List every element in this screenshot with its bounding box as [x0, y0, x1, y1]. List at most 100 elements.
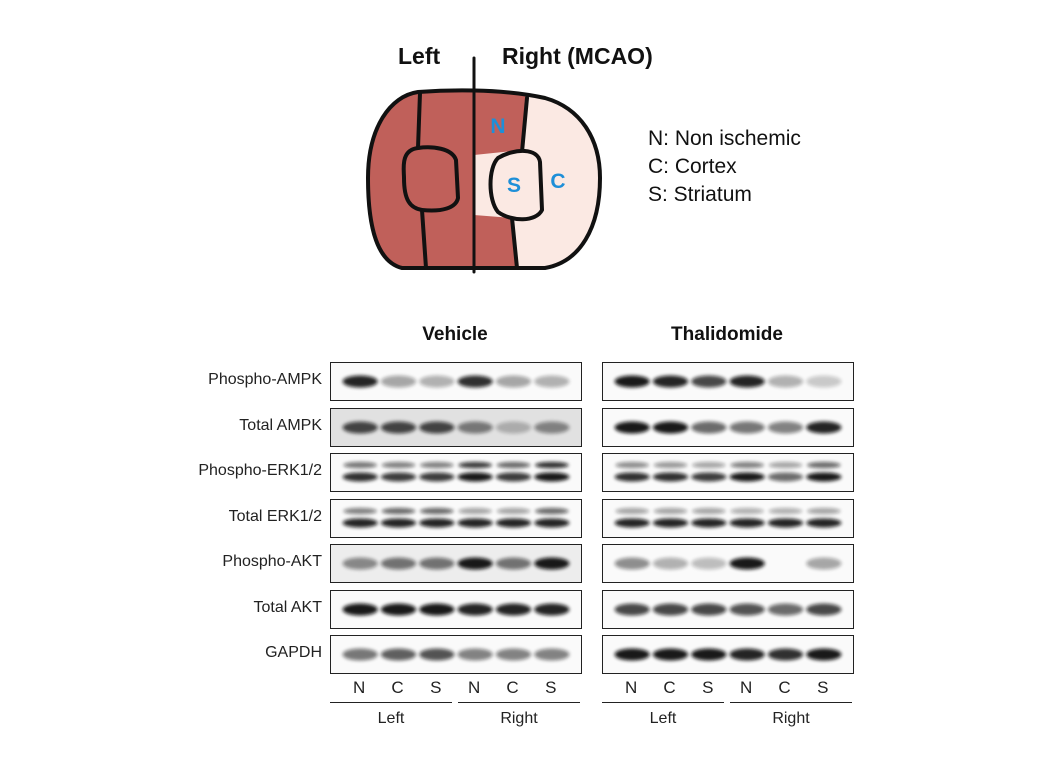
blot-band: [767, 648, 804, 661]
blot-bands: [614, 507, 842, 527]
side-underline: [330, 702, 452, 703]
blot-band: [342, 557, 378, 570]
blot-band-upper: [381, 461, 416, 469]
blot-band: [380, 648, 417, 661]
blot-band: [767, 603, 804, 615]
blot-row-label: Total AMPK: [239, 416, 322, 434]
blot-band: [342, 375, 378, 388]
blot-band: [457, 421, 493, 433]
blot-band: [534, 472, 570, 482]
blot-band: [342, 517, 378, 527]
blot-panel: [330, 498, 582, 538]
blot-band: [380, 375, 417, 388]
side-label-under: Right: [772, 710, 810, 727]
blot-band: [691, 375, 727, 388]
blot-band-upper: [381, 507, 416, 514]
blot-panel: [330, 453, 582, 492]
side-label-under: Left: [377, 710, 405, 727]
left-hemisphere-label: Left: [398, 43, 441, 69]
side-underline: [602, 702, 724, 703]
blot-band: [457, 517, 493, 527]
group-title: Thalidomide: [671, 324, 783, 345]
blot-band: [495, 557, 532, 570]
lane-label: S: [545, 678, 557, 697]
region-c-label: C: [550, 170, 565, 193]
blot-band-upper: [730, 507, 765, 514]
blot-panel: [330, 544, 582, 583]
blot-band-upper: [534, 507, 569, 514]
blot-band: [767, 472, 804, 482]
blot-band: [806, 603, 842, 615]
blot-band: [691, 603, 727, 615]
blot-band: [380, 557, 417, 570]
blot-band: [419, 557, 455, 570]
blot-band: [419, 472, 455, 482]
blot-band: [342, 648, 378, 661]
blot-band: [691, 557, 727, 570]
blot-panel: [602, 589, 854, 629]
blot-band: [806, 472, 842, 482]
lane-label: N: [625, 678, 638, 697]
blot-bands: [342, 461, 570, 482]
blot-band-upper: [653, 507, 688, 514]
blot-band: [652, 603, 689, 615]
blot-band-upper: [768, 461, 803, 469]
blot-bands: [342, 421, 570, 433]
blot-band: [419, 517, 455, 527]
blot-band: [419, 648, 455, 661]
blot-row-label: GAPDH: [265, 644, 322, 661]
blot-band: [652, 421, 689, 433]
blot-row-label: Phospho-ERK1/2: [198, 462, 322, 479]
blot-band: [342, 472, 378, 482]
blot-band: [457, 648, 493, 661]
blot-band: [652, 375, 689, 388]
blot-band: [534, 421, 570, 433]
blot-band: [534, 648, 570, 661]
blot-bands: [614, 421, 842, 433]
blot-bands: [614, 603, 842, 615]
blot-band: [729, 517, 765, 527]
group-title: Vehicle: [422, 324, 488, 345]
lane-label: C: [506, 678, 519, 697]
blot-band: [614, 557, 650, 570]
blot-band: [806, 421, 842, 433]
blot-band: [534, 517, 570, 527]
blot-band-upper: [615, 507, 650, 514]
blot-band: [534, 375, 570, 388]
blot-band: [457, 375, 493, 388]
legend-cortex: C: Cortex: [648, 155, 737, 178]
brain-section-diagram: N S C: [366, 56, 602, 274]
blot-band: [614, 421, 650, 433]
blot-band: [495, 375, 532, 388]
blot-band: [495, 421, 532, 433]
blot-band-upper: [496, 507, 531, 514]
lane-label: C: [663, 678, 676, 697]
blot-band: [767, 421, 804, 433]
lane-label: N: [353, 678, 366, 697]
blot-band: [614, 648, 650, 661]
blot-row-label: Total ERK1/2: [228, 507, 322, 525]
blot-band-upper: [458, 461, 493, 469]
blot-band: [380, 421, 417, 433]
blot-band-upper: [343, 461, 378, 469]
blot-band: [495, 648, 532, 661]
blot-bands: [342, 557, 570, 570]
blot-band-upper: [496, 461, 531, 469]
blot-bands: [614, 648, 842, 661]
blot-band: [806, 648, 842, 661]
blot-band: [691, 648, 727, 661]
blot-row-label: Total AKT: [253, 598, 322, 616]
blot-band: [614, 517, 650, 527]
blot-band: [652, 472, 689, 482]
non-ischemic-lower-fill: [474, 215, 518, 268]
blot-band: [380, 517, 417, 527]
blot-bands: [614, 557, 842, 570]
blot-band-upper: [419, 461, 454, 469]
blot-band-upper: [730, 461, 765, 469]
blot-band: [495, 472, 532, 482]
blot-band: [457, 472, 493, 482]
blot-panel: [330, 362, 582, 401]
side-underline: [730, 702, 852, 703]
blot-band: [614, 472, 650, 482]
